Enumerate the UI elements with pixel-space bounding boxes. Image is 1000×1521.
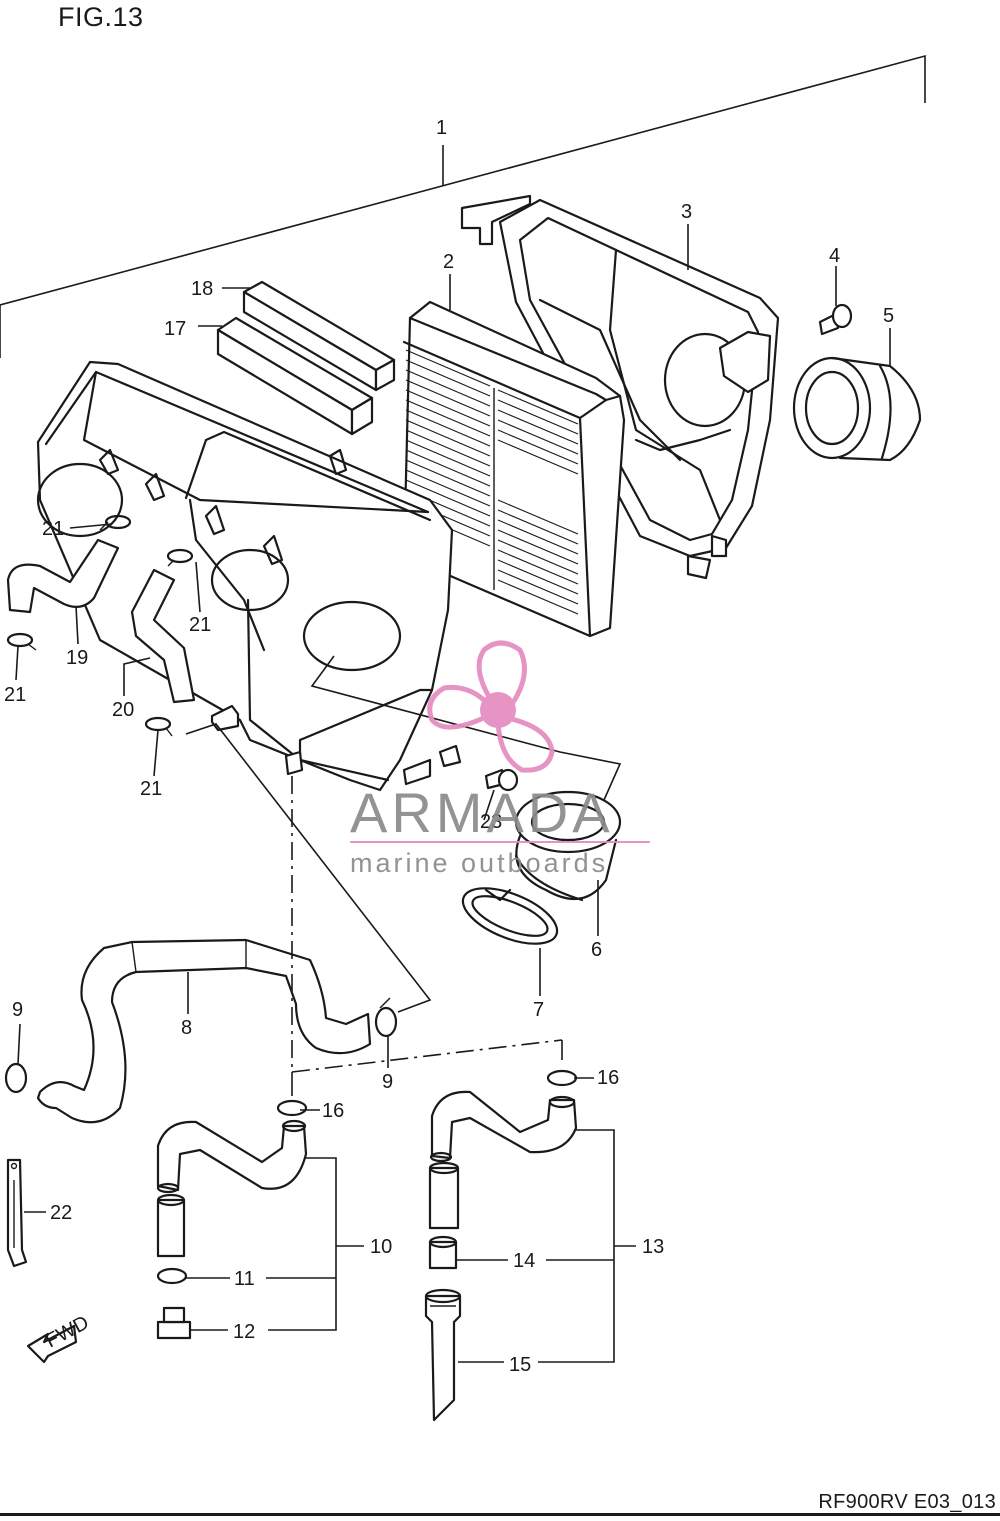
hose-8 [36,938,372,1124]
figure-title: FIG.13 [58,2,144,32]
sleeve-13 [428,1161,460,1230]
callout-21-a: 21 [42,518,64,540]
bottom-border [0,1513,1000,1516]
clip-16-left [276,1099,308,1117]
hose-13 [429,1090,578,1163]
clip-21-c [6,632,37,651]
clamp-7 [461,887,559,945]
air-cleaner-case-lower [36,360,462,792]
callout-13: 13 [642,1236,664,1258]
callout-16-a: 16 [322,1100,344,1122]
figure-code: RF900RV E03_013 [818,1491,996,1513]
callout-20: 20 [112,699,134,721]
hose-19 [6,538,120,614]
pad-18 [242,280,396,392]
pad-17 [216,316,374,436]
callout-labels: 1 2 3 4 5 6 7 8 9 9 10 11 12 13 14 15 16… [4,117,894,1376]
callout-9-a: 9 [12,999,23,1021]
callout-12: 12 [233,1321,255,1343]
callout-15: 15 [509,1354,531,1376]
callout-3: 3 [681,201,692,223]
screw-23 [484,768,519,792]
hose-20 [130,568,196,704]
callout-10: 10 [370,1236,392,1258]
assembly-bracket-1 [0,54,926,358]
clip-11 [156,1267,188,1285]
filter-pleats [405,349,579,615]
hose-10 [156,1119,308,1194]
clip-9-b [374,997,398,1038]
watermark-tagline: marine outboards [350,848,608,878]
watermark-brand: ARMADA [350,781,614,844]
callout-16-b: 16 [597,1067,619,1089]
callout-21-d: 21 [140,778,162,800]
fwd-arrow-icon: FWD [26,1312,93,1364]
connection-paths [185,655,622,1096]
clip-21-b [166,548,194,567]
callout-9-b: 9 [382,1071,393,1093]
boot-5 [792,356,922,462]
connector-6 [514,790,622,902]
callout-19: 19 [66,647,88,669]
armada-watermark: ARMADA marine outboards [350,640,650,878]
cap-14 [428,1235,458,1270]
callout-1: 1 [436,117,447,139]
strap-22 [6,1158,28,1268]
air-filter-element [402,300,626,638]
callout-18: 18 [191,278,213,300]
clip-21-d [144,716,173,737]
clip-9-a [4,1062,28,1094]
cap-12 [156,1306,192,1340]
callout-4: 4 [829,245,840,267]
callout-11: 11 [234,1268,255,1290]
callout-14: 14 [513,1250,535,1272]
callout-6: 6 [591,939,602,961]
sleeve-10 [156,1193,186,1258]
propeller-logo-icon [427,640,555,773]
callout-7: 7 [533,999,544,1021]
clip-16-right [546,1069,578,1087]
callout-17: 17 [164,318,186,340]
callout-21-c: 21 [4,684,26,706]
bolt-4 [818,303,853,336]
callout-5: 5 [883,305,894,327]
callout-23: 23 [480,811,502,833]
callout-22: 22 [50,1202,72,1224]
callout-21-b: 21 [189,614,211,636]
air-cleaner-case-upper [460,194,780,580]
drain-tube-15 [424,1288,462,1422]
callout-2: 2 [443,251,454,273]
clip-21-a [99,514,132,531]
leader-lines [15,224,891,1363]
callout-8: 8 [181,1017,192,1039]
